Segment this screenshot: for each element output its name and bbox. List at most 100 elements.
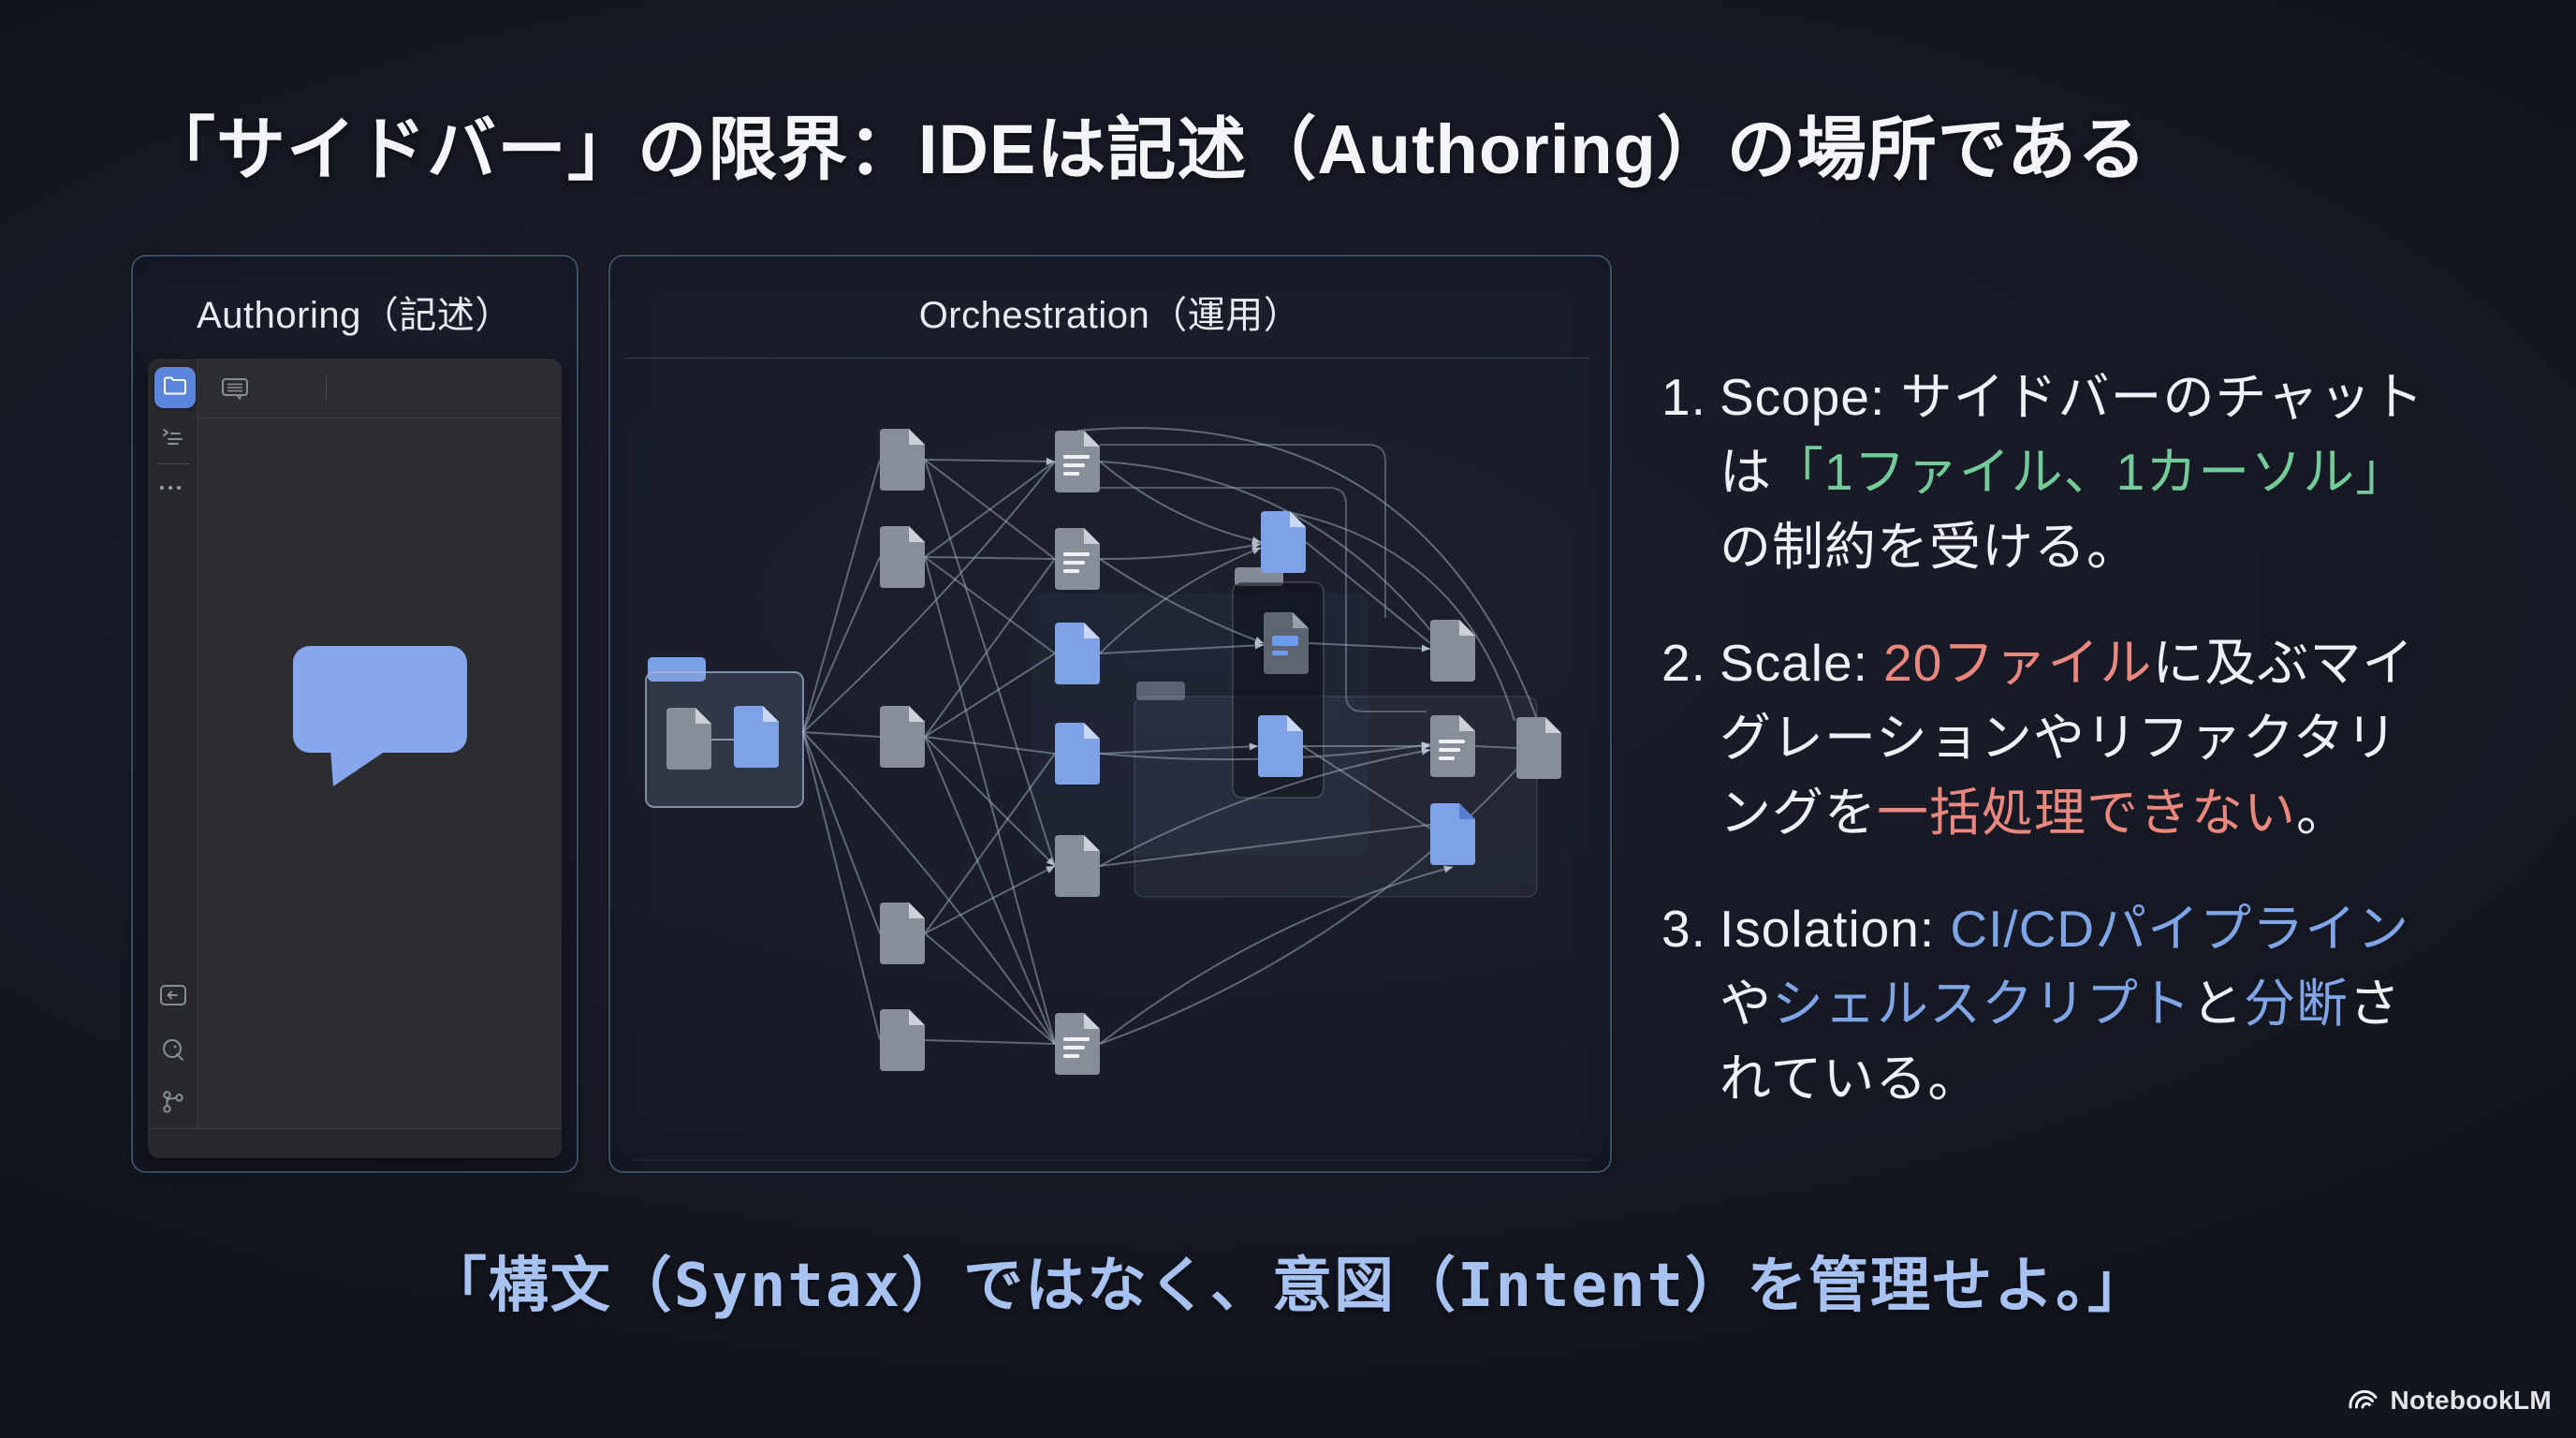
edge-arrowhead: [1046, 857, 1055, 866]
diagram-edge: [1099, 558, 1265, 644]
diagram-group-tab: [1136, 682, 1185, 700]
diagram-edge: [924, 556, 1056, 654]
diagram-node-file-blue: [1055, 623, 1100, 684]
diagram-edge: [924, 736, 1056, 867]
diagram-node-file-gray: [1055, 835, 1100, 897]
point-number: 2.: [1661, 634, 1706, 692]
diagram-node-file-lines: [1055, 1013, 1100, 1075]
edge-arrowhead: [1249, 742, 1258, 751]
point-segment: や: [1720, 975, 1773, 1033]
edge-arrowhead: [1421, 741, 1430, 751]
point-body: Scope: サイドバーのチャットは「1ファイル、1カーソル」の制約を受ける。: [1720, 360, 2424, 584]
diagram-edge: [802, 731, 881, 1041]
point-line: ングを一括処理できない。: [1720, 775, 2414, 850]
diagram-node-file-bluelines: [1264, 612, 1309, 674]
notebooklm-label: NotebookLM: [2390, 1385, 2552, 1415]
authoring-panel: Authoring（記述）: [131, 255, 578, 1173]
diagram-node-file-lines: [1055, 431, 1100, 492]
point-line: Scope: サイドバーのチャット: [1720, 360, 2424, 434]
diagram-node-file-blue: [1258, 715, 1303, 777]
diagram-edge: [1282, 510, 1515, 722]
notebooklm-logo-icon: [2347, 1384, 2380, 1416]
quote-segment: Syntax: [673, 1252, 901, 1321]
diagram-edge: [924, 556, 1056, 560]
diagram-edge: [1099, 547, 1262, 654]
diagram-edge: [924, 459, 1056, 462]
topbar-separator: [326, 375, 327, 402]
quote: 「構文（Syntax）ではなく、意図（Intent）を管理せよ。」: [0, 1238, 2576, 1324]
outline-icon[interactable]: [159, 426, 187, 448]
point-body: Scale: 20ファイルに及ぶマイグレーションやリファクタリングを一括処理でき…: [1720, 625, 2414, 850]
point-segment: は: [1720, 443, 1773, 501]
diagram-group: [1134, 696, 1538, 898]
diagram-edge: [1099, 461, 1262, 543]
point-segment: Scale:: [1720, 634, 1884, 692]
limitation-item: 1.Scope: サイドバーのチャットは「1ファイル、1カーソル」の制約を受ける…: [1661, 360, 2485, 584]
point-segment: 「1ファイル、1カーソル」: [1772, 443, 2408, 501]
edge-arrowhead: [1421, 747, 1430, 756]
point-segment: 。: [2296, 784, 2349, 842]
orchestration-diagram: [631, 427, 1593, 1161]
diagram-edge: [924, 461, 1056, 558]
point-segment: に及ぶマイ: [2152, 634, 2415, 692]
diagram-node-file-lines: [1055, 528, 1100, 590]
orchestration-panel-title: Orchestration（運用）: [918, 295, 1302, 336]
edge-arrowhead: [1443, 865, 1453, 873]
diagram-edge: [802, 459, 881, 733]
quote-segment: ）を管理せよ。」: [1685, 1252, 2150, 1319]
orchestration-divider: [625, 358, 1589, 359]
diagram-node-file-gray: [880, 1009, 925, 1071]
point-segment: シェルスクリプト: [1772, 975, 2192, 1033]
folder-icon: [163, 375, 187, 401]
edge-arrowhead: [1046, 457, 1055, 465]
diagram-node-file-lines: [1430, 715, 1475, 777]
point-segment: さ: [2349, 975, 2402, 1033]
diagram-edge: [802, 731, 1056, 1045]
diagram-edge: [1099, 866, 1454, 1045]
git-branch-icon[interactable]: [159, 1089, 187, 1115]
limitation-item: 2.Scale: 20ファイルに及ぶマイグレーションやリファクタリングを一括処理…: [1661, 625, 2485, 850]
point-segment: Scope: サイドバーのチャット: [1720, 368, 2424, 426]
diagram-edge: [924, 736, 1056, 755]
point-number: 3.: [1661, 900, 1706, 958]
diagram-edge: [1099, 543, 1262, 561]
account-icon[interactable]: [159, 1038, 187, 1063]
diagram-edge: [802, 731, 881, 738]
diagram-node-file-gray: [880, 526, 925, 588]
diagram-edge: [1076, 427, 1538, 720]
point-segment: の制約を受ける。: [1720, 518, 2140, 576]
diagram-node-file-gray: [880, 706, 925, 768]
point-segment: Isolation:: [1720, 900, 1951, 958]
ellipsis-icon[interactable]: [160, 486, 181, 490]
diagram-edge: [1099, 461, 1431, 631]
page-title: 「サイドバー」の限界：IDEは記述（Authoring）の場所である: [146, 110, 2148, 188]
point-segment: グレーションやリファクタリ: [1720, 709, 2398, 767]
diagram-edge: [802, 461, 1056, 733]
diagram-route: [1100, 487, 1427, 712]
ide-mockup: [148, 359, 562, 1158]
ide-statusbar: [148, 1128, 562, 1158]
limitations-list: 1.Scope: サイドバーのチャットは「1ファイル、1カーソル」の制約を受ける…: [1661, 360, 2485, 1157]
chat-panel-icon[interactable]: [221, 377, 249, 402]
point-line: Isolation: CI/CDパイプライン: [1720, 891, 2409, 966]
edge-arrowhead: [1251, 536, 1261, 544]
diagram-node-file-gray: [880, 902, 925, 964]
diagram-node-folder: [645, 657, 804, 808]
screencast-icon[interactable]: [159, 984, 187, 1006]
diagram-edge: [1305, 541, 1431, 644]
point-line: れている。: [1720, 1041, 2409, 1116]
diagram-edge: [924, 736, 1056, 1045]
edge-arrowhead: [1421, 644, 1430, 653]
orchestration-panel: Orchestration（運用）: [608, 255, 1612, 1173]
diagram-edge: [924, 459, 1056, 867]
explorer-folder-button[interactable]: [154, 367, 196, 408]
authoring-panel-title: Authoring（記述）: [197, 295, 513, 336]
edge-arrowhead: [1254, 636, 1264, 644]
diagram-edge: [1099, 749, 1431, 867]
diagram-node-file-gray: [880, 429, 925, 491]
notebooklm-brand: NotebookLM: [2347, 1384, 2552, 1416]
diagram-edge: [924, 653, 1056, 738]
diagram-node-file-gray: [666, 708, 711, 770]
quote-segment: ）ではなく、意図（: [901, 1252, 1457, 1319]
